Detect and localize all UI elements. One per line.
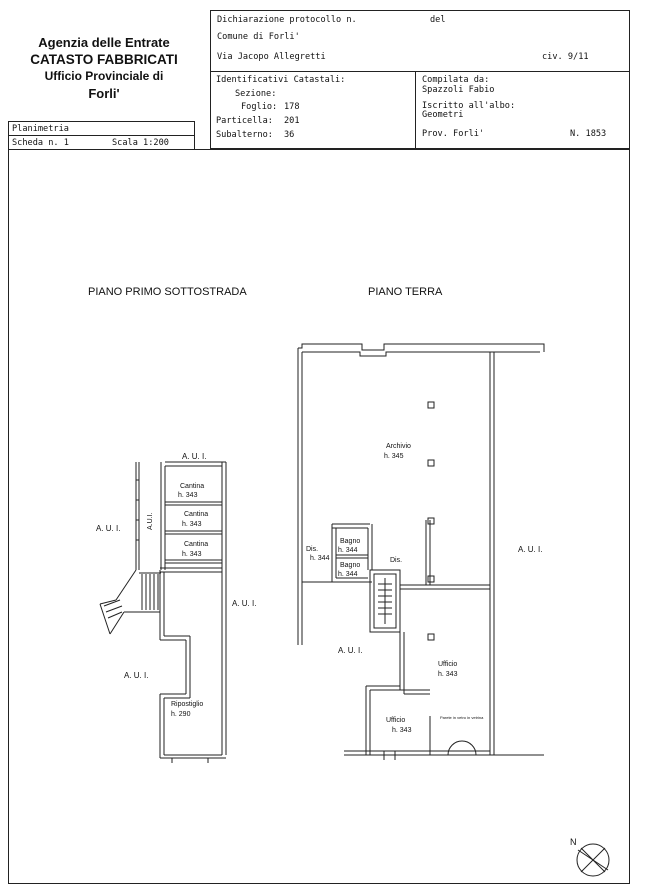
particella-label: Particella:	[216, 116, 273, 126]
cantina-1-label: Cantina	[180, 483, 204, 490]
glass-wall-note: Parete in vetro in vetrina	[440, 715, 484, 720]
aui-label-bottom-left: A. U. I.	[124, 671, 148, 680]
protocol-label: Dichiarazione protocollo n.	[217, 15, 357, 25]
foglio-value: 178	[284, 102, 300, 112]
cantina-1-height: h. 343	[178, 492, 198, 499]
left-plan-title: PIANO PRIMO SOTTOSTRADA	[88, 286, 247, 298]
agency-header: Agenzia delle Entrate CATASTO FABBRICATI…	[0, 0, 208, 120]
dis-left-height: h. 344	[310, 555, 330, 562]
cantina-2-label: Cantina	[184, 511, 208, 518]
foglio-label: Foglio:	[241, 102, 278, 112]
albo-value: Geometri	[422, 110, 464, 120]
office-name: Ufficio Provinciale di	[44, 69, 164, 83]
scala-label: Scala 1:200	[112, 138, 169, 148]
compiled-box	[415, 71, 630, 149]
subalterno-label: Subalterno:	[216, 130, 273, 140]
north-label: N	[570, 837, 577, 847]
aui-label-left: A. U. I.	[96, 524, 120, 533]
dis-right-label: Dis.	[390, 557, 402, 564]
province: Prov. Forli'	[422, 129, 485, 139]
catastal-title: Identificativi Catastali:	[216, 75, 346, 85]
aui-label-bottom-right: A. U. I.	[338, 646, 362, 655]
compiler-name: Spazzoli Fabio	[422, 85, 495, 95]
dis-left-label: Dis.	[306, 546, 318, 553]
bagno-2-label: Bagno	[340, 562, 360, 569]
cantina-2-height: h. 343	[182, 521, 202, 528]
sezione-label: Sezione:	[235, 89, 277, 99]
drawing-frame	[8, 149, 630, 884]
cantina-3-label: Cantina	[184, 541, 208, 548]
protocol-del-label: del	[430, 15, 446, 25]
archivio-height: h. 345	[384, 453, 404, 460]
bagno-1-label: Bagno	[340, 538, 360, 545]
scheda-label: Scheda n. 1	[12, 138, 69, 148]
planimetria-label: Planimetria	[12, 124, 69, 134]
bagno-2-height: h. 344	[338, 571, 358, 578]
civic-number: civ. 9/11	[542, 52, 589, 62]
ufficio-2-label: Ufficio	[386, 717, 405, 724]
aui-label-top: A. U. I.	[182, 452, 206, 461]
address-label: Via Jacopo Allegretti	[217, 52, 326, 62]
registry-name: CATASTO FABBRICATI	[30, 52, 178, 67]
cantina-3-height: h. 343	[182, 551, 202, 558]
registration-number: N. 1853	[570, 129, 607, 139]
compiled-label: Compilata da:	[422, 75, 490, 85]
comune-label: Comune di Forli'	[217, 32, 300, 42]
aui-label-vertical: A.U.I.	[147, 512, 154, 530]
subalterno-value: 36	[284, 130, 295, 140]
right-plan-title: PIANO TERRA	[368, 286, 443, 298]
aui-label-right-left-plan: A. U. I.	[232, 599, 256, 608]
particella-value: 201	[284, 116, 300, 126]
albo-label: Iscritto all'albo:	[422, 101, 516, 111]
office-city: Forli'	[88, 86, 120, 101]
archivio-label: Archivio	[386, 443, 411, 450]
aui-label-far-right: A. U. I.	[518, 545, 542, 554]
ufficio-1-height: h. 343	[438, 671, 458, 678]
bagno-1-height: h. 344	[338, 547, 358, 554]
agency-name: Agenzia delle Entrate	[38, 35, 170, 50]
ufficio-1-label: Ufficio	[438, 661, 457, 668]
ripostiglio-height: h. 290	[171, 711, 191, 718]
ufficio-2-height: h. 343	[392, 727, 412, 734]
ripostiglio-label: Ripostiglio	[171, 701, 203, 708]
